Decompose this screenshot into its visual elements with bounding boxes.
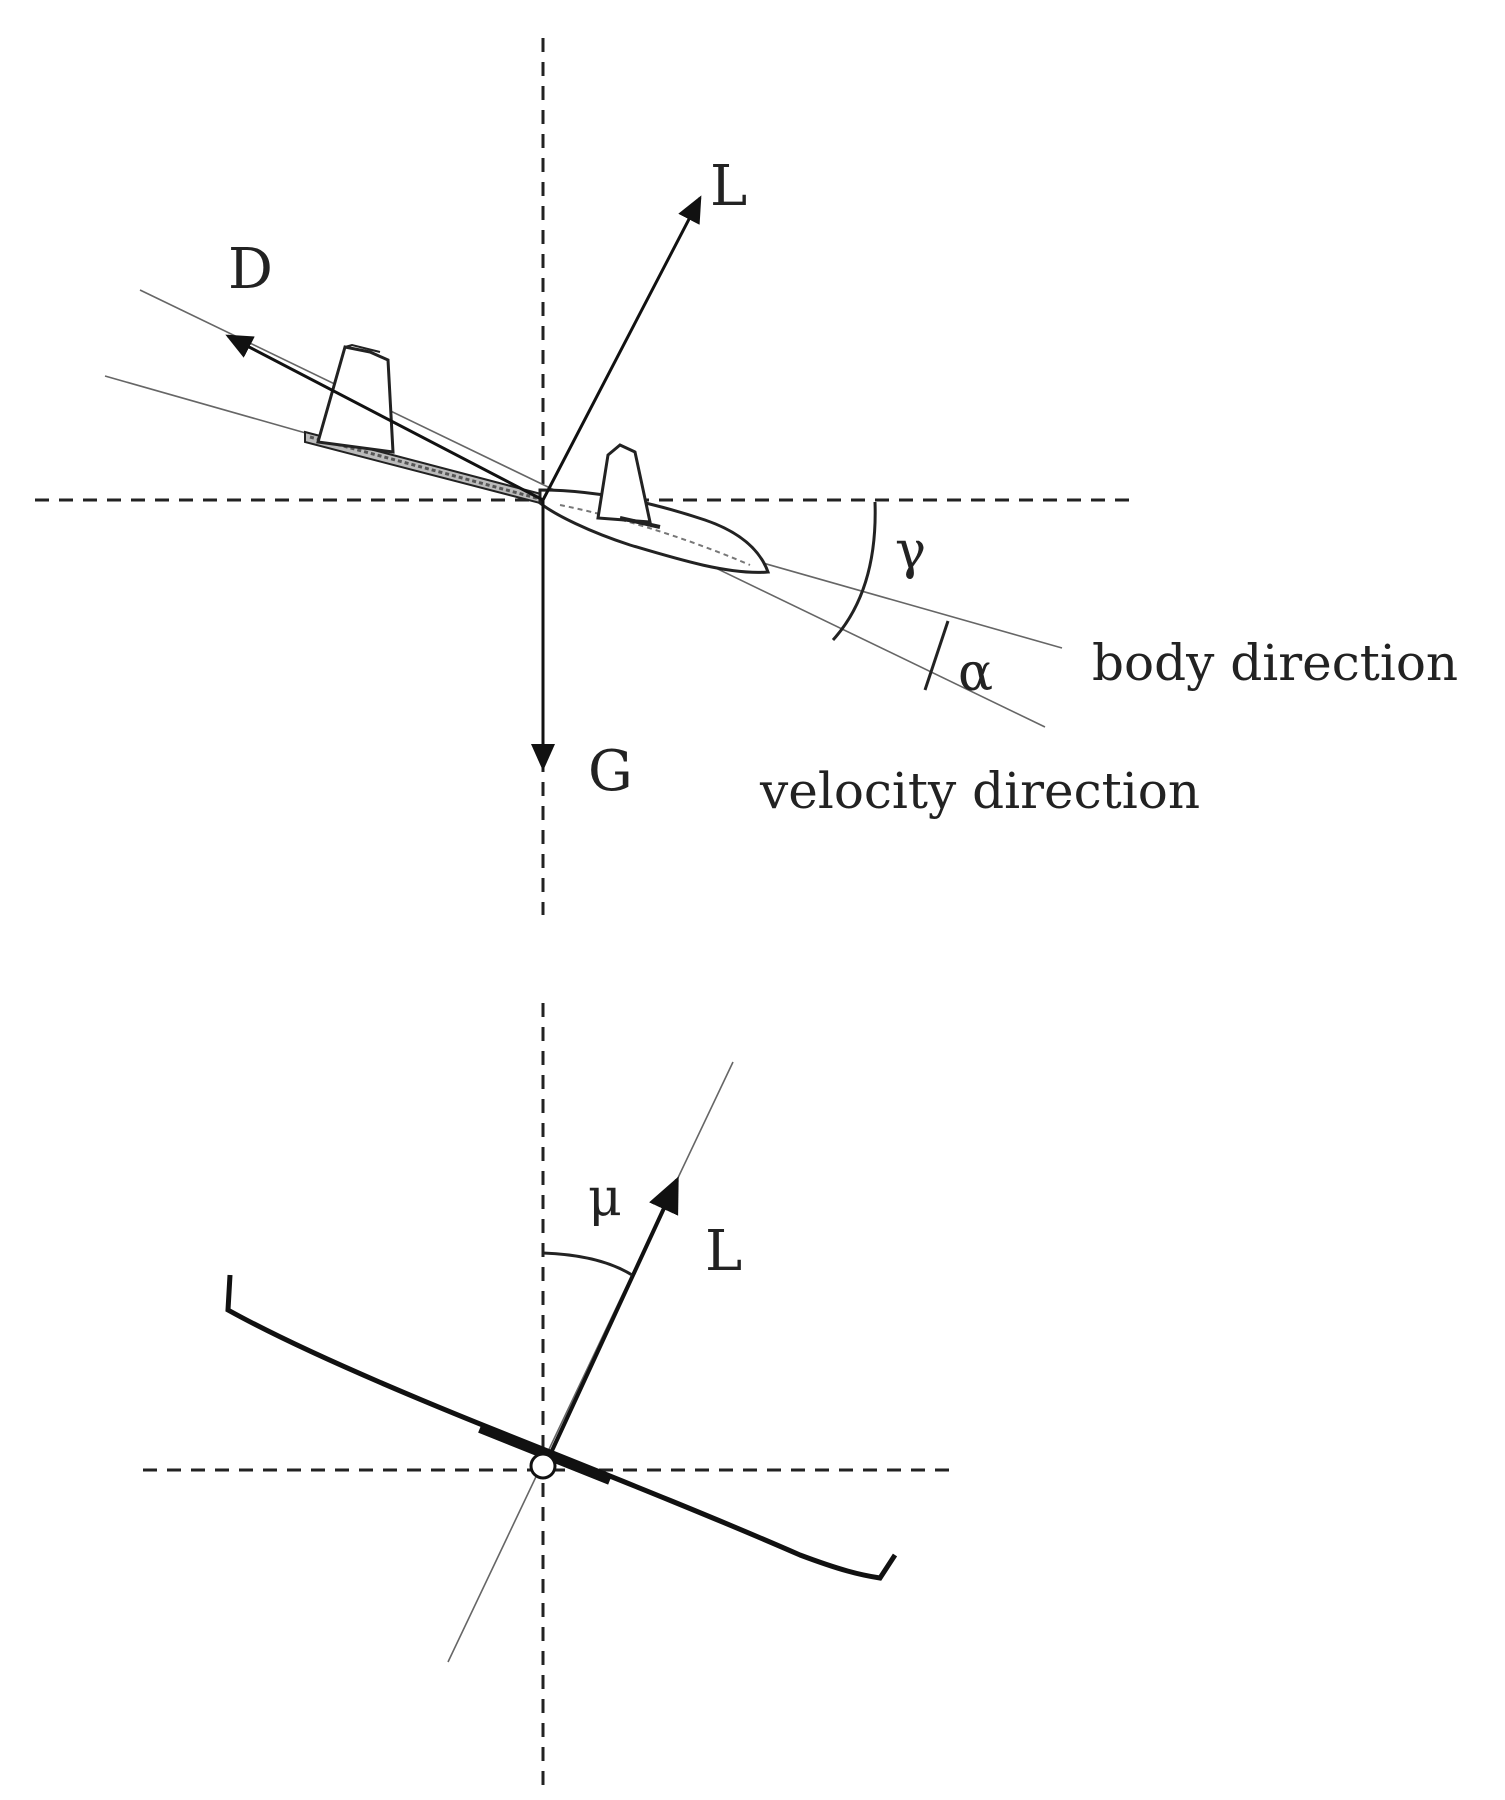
mu-angle-arc (542, 1251, 633, 1277)
mu-label: μ (588, 1168, 622, 1228)
glider-side-icon (304, 343, 771, 574)
bank-lift-force-arrow (548, 1176, 679, 1456)
lift-force-arrow (541, 195, 702, 501)
alpha-label: α (958, 643, 993, 703)
bank-lift-label: L (705, 1219, 742, 1284)
gravity-label: G (588, 739, 633, 804)
alpha-angle-arc (923, 620, 950, 691)
lift-label: L (710, 154, 747, 219)
pitch-view: L D G γ α body direction velocity direct… (35, 38, 1458, 915)
bank-view: μ L (143, 1003, 958, 1785)
velocity-direction-label: velocity direction (759, 762, 1200, 820)
bank-lift-axis-line (447, 1061, 734, 1663)
drag-force-arrow (225, 334, 544, 502)
glider-front-icon (225, 1274, 898, 1581)
gamma-angle-arc (831, 501, 877, 642)
gamma-label: γ (895, 521, 926, 581)
body-direction-label: body direction (1092, 634, 1458, 692)
drag-label: D (228, 237, 273, 302)
